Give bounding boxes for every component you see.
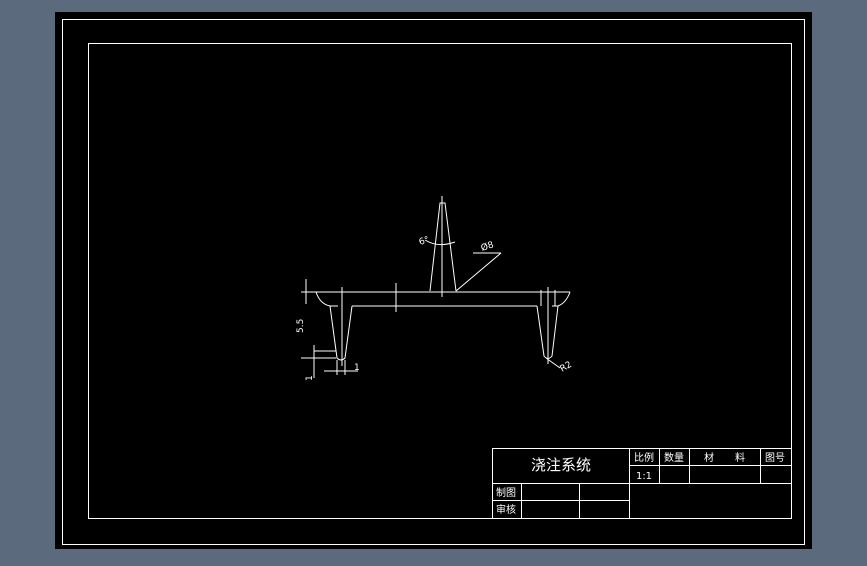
runner-left-end [315, 291, 338, 307]
header-material-a: 材 [704, 451, 714, 464]
drawn-by-label: 制图 [496, 486, 516, 499]
runner-system-drawing [301, 196, 571, 378]
header-drawing-no: 图号 [765, 452, 785, 464]
dim-diameter-text: Ø8 [480, 239, 496, 254]
dim-height-text: 5.5 [296, 319, 306, 333]
dim-dia-leader [455, 252, 502, 292]
outer-frame [62, 19, 805, 545]
left-gate-outline [329, 305, 353, 361]
part-name: 浇注系统 [531, 456, 591, 474]
runner-right-end [552, 291, 571, 307]
header-quantity: 数量 [664, 451, 684, 464]
dim-angle-text: 6° [418, 235, 431, 248]
checked-by-label: 审核 [496, 503, 516, 516]
header-material-b: 料 [735, 451, 745, 464]
title-block [492, 448, 792, 519]
inner-frame [88, 43, 792, 519]
dim-angle-arc [424, 239, 456, 246]
scale-value: 1:1 [636, 471, 652, 482]
dim-radius-leader [545, 357, 561, 369]
dim-gate-width-text: 1 [354, 363, 360, 373]
dim-offset-text: 1 [305, 375, 315, 381]
header-scale: 比例 [634, 451, 654, 464]
drawing-sheet [55, 12, 812, 549]
